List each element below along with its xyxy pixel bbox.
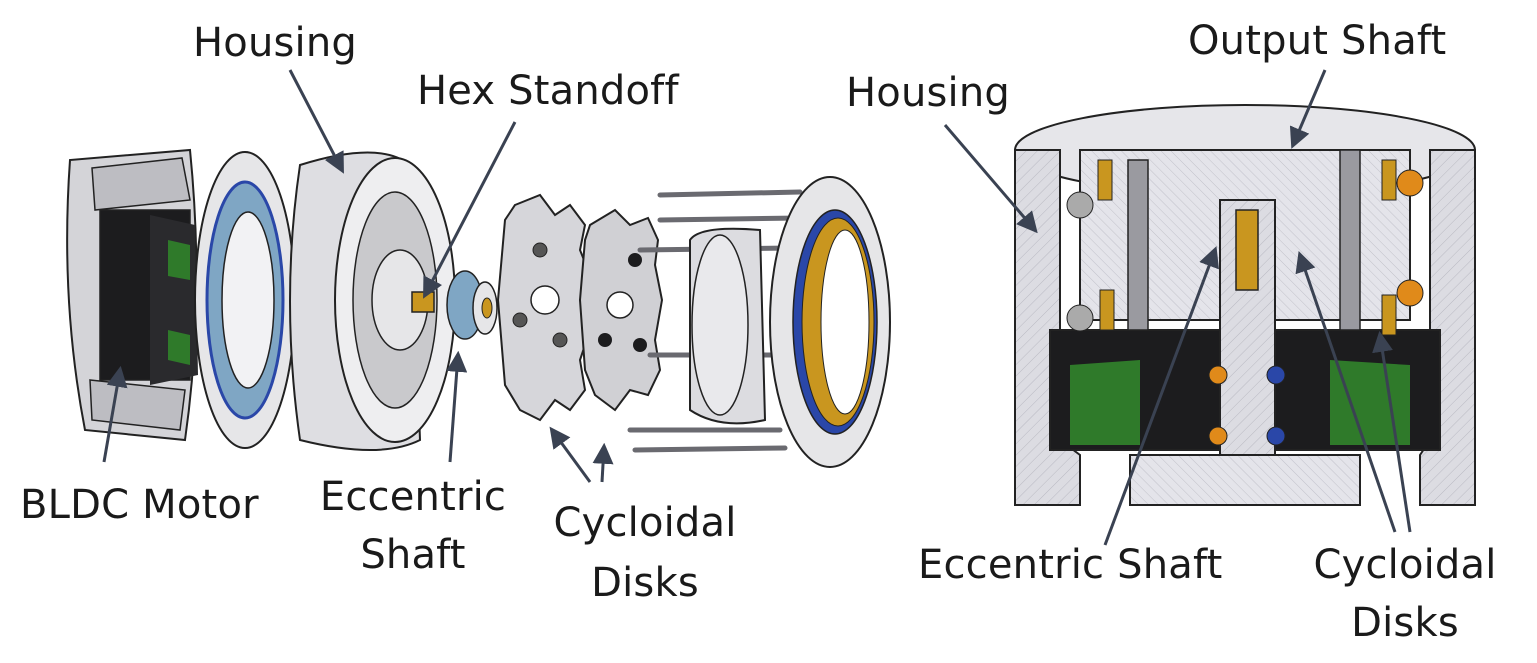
label-cycloidal-disks-left-2: Disks [591, 560, 699, 606]
bearings [1066, 159, 1424, 446]
label-output-shaft: Output Shaft [1188, 18, 1447, 64]
label-housing-left: Housing [193, 20, 357, 66]
output-carrier [689, 227, 767, 425]
motor-block [66, 148, 198, 442]
label-eccentric-shaft-left-2: Shaft [360, 532, 466, 578]
label-cycloidal-disks-right-1: Cycloidal [1313, 542, 1497, 588]
section-view [943, 69, 1476, 546]
bolt-left [1127, 159, 1149, 331]
label-eccentric-shaft-left-1: Eccentric [319, 474, 507, 520]
bottom-hub [1129, 454, 1361, 506]
housing-ring [289, 151, 456, 451]
housing-wall-right [1419, 149, 1476, 506]
output-flange [769, 176, 891, 468]
label-cycloidal-disks-left-1: Cycloidal [553, 500, 737, 546]
stator-right [1330, 360, 1410, 445]
exploded-view [66, 69, 891, 483]
label-housing-right: Housing [846, 70, 1010, 116]
brass-insert [1235, 209, 1259, 291]
label-cycloidal-disks-right-2: Disks [1351, 600, 1459, 646]
label-bldc-motor: BLDC Motor [20, 482, 259, 528]
bearing-ring [194, 151, 296, 449]
stator-left [1070, 360, 1140, 445]
leader-lines-right [943, 69, 1412, 546]
label-hex-standoff: Hex Standoff [417, 68, 679, 114]
housing-wall-left [1014, 149, 1081, 506]
label-eccentric-shaft-right: Eccentric Shaft [918, 542, 1223, 588]
cycloidal-disk-1 [496, 193, 592, 422]
leader-lines-left [102, 69, 614, 483]
bolt-right [1339, 149, 1361, 331]
cycloidal-disk-2 [578, 208, 664, 412]
